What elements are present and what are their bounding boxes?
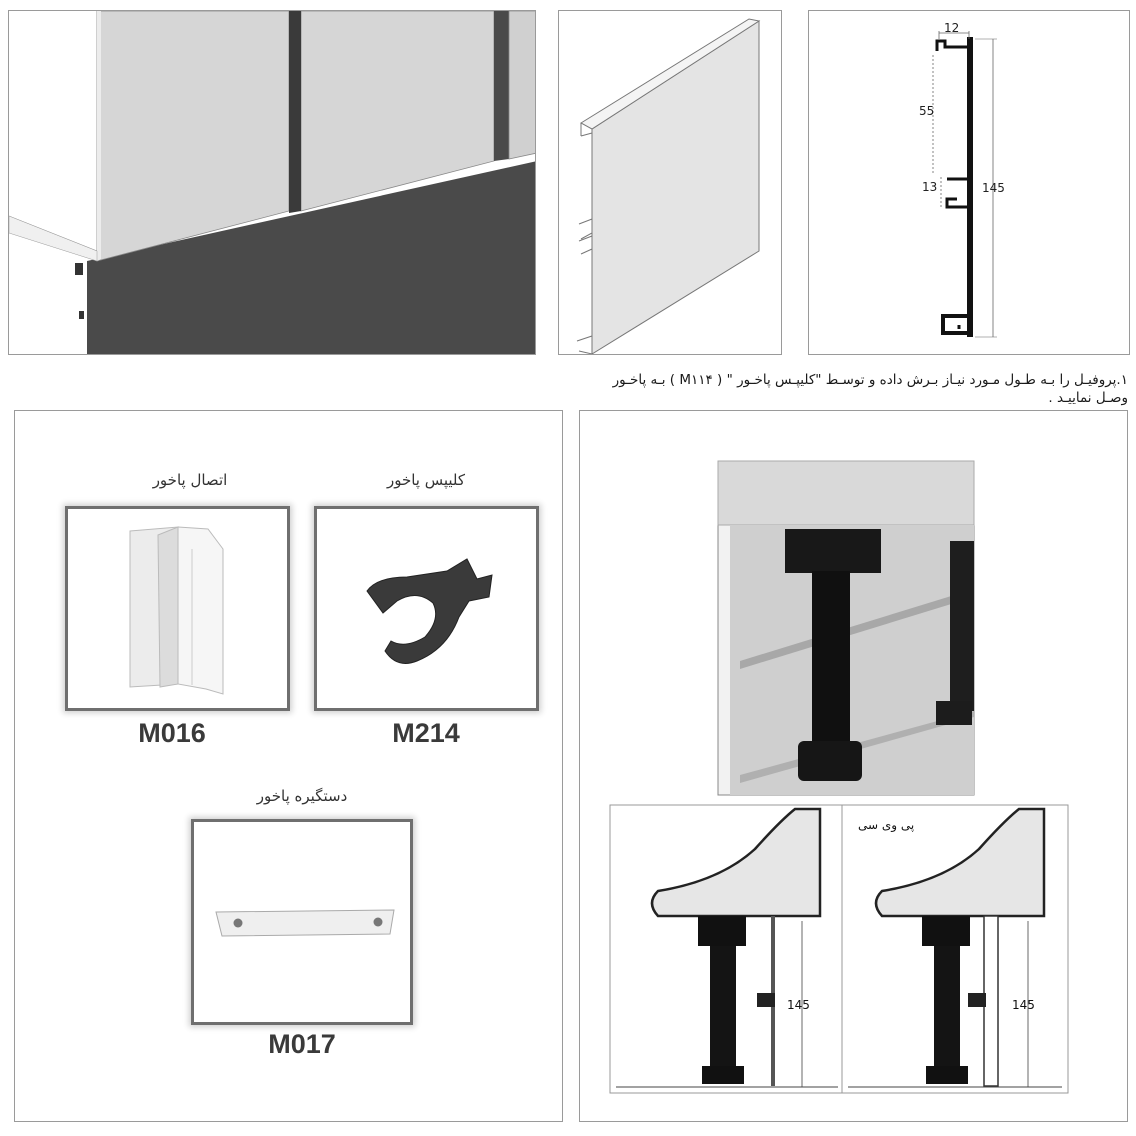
left-dim-label: 145 bbox=[787, 998, 810, 1012]
dim-clip-label: 13 bbox=[922, 180, 937, 194]
part-code-handle: M017 bbox=[268, 1029, 336, 1059]
part-label-handle: دستگیره پاخور bbox=[256, 787, 348, 805]
part-box-clip bbox=[314, 506, 539, 711]
right-section-title: پی وی سی bbox=[858, 818, 914, 833]
dim-height-label: 145 bbox=[982, 181, 1005, 195]
profile-section-drawing: 12 55 13 145 bbox=[808, 10, 1130, 355]
dim-width-label: 12 bbox=[944, 21, 959, 35]
instruction-line-1: ۱.پروفیـل را بـه طـول مـورد نیـاز بـرش د… bbox=[612, 372, 1128, 388]
part-box-connector bbox=[65, 506, 290, 711]
instruction-text: ۱.پروفیـل را بـه طـول مـورد نیـاز بـرش د… bbox=[560, 371, 1128, 407]
dim-gap-label: 55 bbox=[919, 104, 934, 118]
part-box-handle bbox=[191, 819, 413, 1025]
part-label-clip: کلیپس پاخور bbox=[386, 471, 466, 489]
cabinet-plinth-illustration bbox=[8, 10, 536, 355]
profile-3d-illustration bbox=[558, 10, 782, 355]
installation-panel: 145 پی وی سی 145 bbox=[579, 410, 1128, 1122]
part-code-clip: M214 bbox=[392, 718, 460, 748]
part-code-connector: M016 bbox=[138, 718, 206, 748]
instruction-line-2: وصـل نماییـد . bbox=[1048, 390, 1128, 406]
right-dim-label: 145 bbox=[1012, 998, 1035, 1012]
part-label-connector: اتصال پاخور bbox=[152, 471, 228, 489]
parts-panel: اتصال پاخور M016 کلیپس پاخور M214 دستگیر… bbox=[14, 410, 563, 1122]
